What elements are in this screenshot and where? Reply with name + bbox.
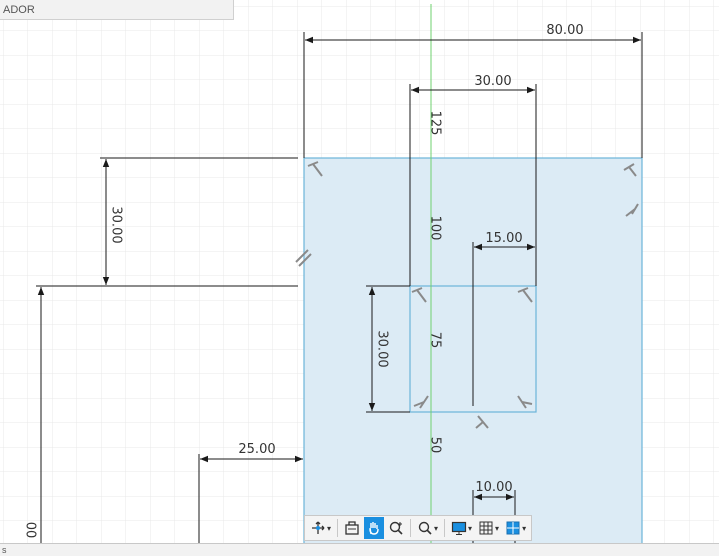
perpendicular-constraint-icon[interactable] — [411, 287, 427, 303]
chevron-down-icon: ▾ — [327, 523, 332, 533]
viewports-icon — [506, 521, 520, 535]
dimension-30-top[interactable]: 30.00 — [409, 74, 537, 286]
perpendicular-constraint-icon[interactable] — [625, 203, 639, 217]
dimension-30-top-label[interactable]: 30.00 — [474, 74, 511, 89]
display-settings-icon — [451, 521, 467, 535]
perpendicular-constraint-icon[interactable] — [623, 163, 637, 177]
perpendicular-constraint-icon[interactable] — [307, 161, 323, 177]
chevron-down-icon: ▾ — [468, 523, 473, 533]
look-at-icon — [345, 521, 359, 535]
zoom-button[interactable] — [386, 517, 406, 539]
toolbar-divider — [444, 519, 446, 537]
perpendicular-constraint-icon[interactable] — [517, 395, 533, 409]
axis-tick-label: 100 — [428, 216, 443, 241]
chevron-down-icon: ▾ — [522, 523, 527, 533]
navigation-toolbar: ▾ ▾ ▾ ▾ ▾ — [304, 515, 533, 541]
chevron-down-icon: ▾ — [495, 523, 500, 533]
zoom-window-icon — [418, 521, 432, 535]
fit-button[interactable]: ▾ — [415, 517, 440, 539]
axis-tick-label: 75 — [428, 332, 443, 349]
zoom-icon — [389, 521, 403, 535]
dimension-15[interactable]: 15.00 — [472, 231, 535, 406]
perpendicular-constraint-icon[interactable] — [517, 287, 533, 303]
grid-settings-icon — [479, 521, 493, 535]
display-settings-button[interactable]: ▾ — [449, 517, 474, 539]
perpendicular-constraint-icon[interactable] — [475, 415, 489, 429]
dimension-80[interactable]: 80.00 — [303, 23, 643, 158]
document-tab[interactable]: ADOR — [0, 0, 234, 20]
dimension-80-label[interactable]: 80.00 — [546, 23, 583, 38]
constraint-glyphs — [295, 161, 639, 429]
parallel-constraint-icon[interactable] — [295, 249, 312, 267]
dimension-10-label[interactable]: 10.00 — [475, 480, 512, 495]
toolbar-divider — [337, 519, 339, 537]
viewports-button[interactable]: ▾ — [503, 517, 528, 539]
dimension-30-inner[interactable]: 30.00 — [366, 285, 410, 413]
dimension-30-inner-label[interactable]: 30.00 — [375, 330, 390, 367]
status-bar: s — [0, 543, 719, 556]
dimension-30-left[interactable]: 30.00 — [36, 157, 298, 287]
axis-tick-label: 50 — [428, 437, 443, 454]
dimension-30-left-label[interactable]: 30.00 — [109, 206, 124, 243]
chevron-down-icon: ▾ — [434, 523, 439, 533]
dimension-bottom-left-label[interactable]: 00 — [23, 522, 38, 539]
dimension-bottom-left[interactable]: 00 — [23, 287, 45, 548]
orbit-icon — [312, 521, 325, 534]
orbit-button[interactable]: ▾ — [308, 517, 333, 539]
dimension-25[interactable]: 25.00 — [198, 442, 303, 548]
perpendicular-constraint-icon[interactable] — [413, 395, 429, 409]
dimension-25-label[interactable]: 25.00 — [238, 442, 275, 457]
look-at-button[interactable] — [342, 517, 362, 539]
axis-tick-label: 125 — [428, 111, 443, 136]
toolbar-divider — [410, 519, 412, 537]
document-tab-label: ADOR — [3, 4, 35, 16]
pan-button[interactable] — [364, 517, 385, 539]
dimension-15-label[interactable]: 15.00 — [485, 231, 522, 246]
pan-hand-icon — [369, 522, 379, 535]
status-text: s — [2, 545, 7, 555]
grid-settings-button[interactable]: ▾ — [476, 517, 501, 539]
